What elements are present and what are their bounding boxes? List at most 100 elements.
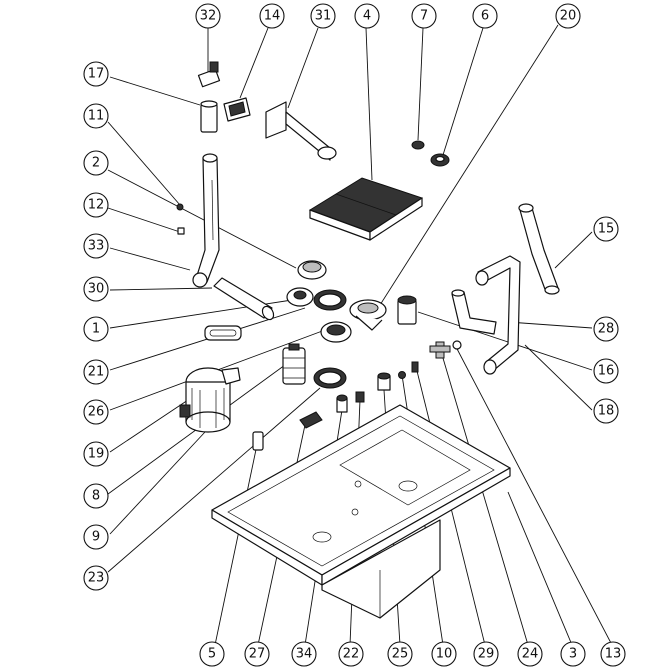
svg-text:24: 24 <box>522 647 539 662</box>
part-2-cap <box>297 260 327 280</box>
leader-16 <box>417 311 593 371</box>
callout-15: 15 <box>593 216 619 242</box>
svg-text:15: 15 <box>598 222 615 237</box>
part-16-hose-elbow <box>451 289 497 335</box>
part-24-tee-fitting <box>429 341 451 359</box>
svg-text:20: 20 <box>560 9 577 24</box>
part-34-plug <box>336 394 348 413</box>
svg-text:4: 4 <box>363 9 371 24</box>
callout-13: 13 <box>600 641 626 667</box>
leader-15 <box>554 231 593 269</box>
part-7-nut <box>411 140 425 150</box>
callout-7: 7 <box>411 3 437 29</box>
callout-1: 1 <box>83 316 109 342</box>
part-23-gasket-ring <box>313 367 347 389</box>
callout-25: 25 <box>387 641 413 667</box>
svg-text:30: 30 <box>88 282 105 297</box>
callout-17: 17 <box>83 61 109 87</box>
leader-17 <box>109 76 201 106</box>
leader-30 <box>109 287 213 291</box>
callout-5: 5 <box>199 641 225 667</box>
svg-text:14: 14 <box>264 9 281 24</box>
leader-33 <box>109 247 191 271</box>
callout-26: 26 <box>83 399 109 425</box>
svg-text:31: 31 <box>315 9 332 24</box>
svg-text:2: 2 <box>92 156 100 171</box>
part-33-pipe <box>192 153 220 288</box>
svg-text:13: 13 <box>605 647 622 662</box>
part-25-fitting <box>377 372 391 391</box>
callout-33: 33 <box>83 233 109 259</box>
part-heater-element <box>204 325 242 341</box>
svg-text:10: 10 <box>436 647 453 662</box>
callout-32: 32 <box>195 3 221 29</box>
svg-text:7: 7 <box>420 9 428 24</box>
part-15-hose <box>518 203 560 295</box>
leader-23 <box>107 387 321 573</box>
svg-text:32: 32 <box>200 9 217 24</box>
svg-text:34: 34 <box>296 647 313 662</box>
callout-14: 14 <box>259 3 285 29</box>
callout-12: 12 <box>83 192 109 218</box>
part-5-rod <box>252 431 264 451</box>
leader-13 <box>454 344 613 646</box>
leader-2 <box>107 169 297 269</box>
callout-28: 28 <box>593 316 619 342</box>
leader-14 <box>239 27 269 99</box>
callout-10: 10 <box>431 641 457 667</box>
part-1-valve <box>286 287 314 307</box>
svg-text:29: 29 <box>478 647 495 662</box>
callout-4: 4 <box>354 3 380 29</box>
part-28-hose <box>475 255 521 375</box>
callout-11: 11 <box>83 103 109 129</box>
part-19-motor-pump <box>179 367 241 433</box>
callout-16: 16 <box>593 358 619 384</box>
svg-text:22: 22 <box>343 647 360 662</box>
callout-29: 29 <box>473 641 499 667</box>
callout-23: 23 <box>83 565 109 591</box>
part-4-filter-screen <box>308 177 424 241</box>
svg-text:23: 23 <box>88 571 105 586</box>
svg-text:33: 33 <box>88 239 105 254</box>
callout-30: 30 <box>83 276 109 302</box>
leader-12 <box>107 207 181 233</box>
svg-text:11: 11 <box>88 109 105 124</box>
callout-3: 3 <box>560 641 586 667</box>
part-14-gasket <box>223 97 251 122</box>
callout-2: 2 <box>83 150 109 176</box>
svg-text:19: 19 <box>88 447 105 462</box>
callout-34: 34 <box>291 641 317 667</box>
callout-6: 6 <box>472 3 498 29</box>
callout-27: 27 <box>244 641 270 667</box>
leader-31 <box>287 27 319 109</box>
callout-24: 24 <box>517 641 543 667</box>
leader-9 <box>109 431 206 535</box>
leader-11 <box>107 121 181 206</box>
svg-text:6: 6 <box>481 9 489 24</box>
leader-18 <box>524 344 593 411</box>
leader-24 <box>439 347 529 646</box>
callout-31: 31 <box>310 3 336 29</box>
part-8-filter-pump <box>282 343 306 385</box>
svg-text:26: 26 <box>88 405 105 420</box>
leader-5 <box>214 439 259 646</box>
part-13-fitting <box>452 340 462 350</box>
svg-text:28: 28 <box>598 322 615 337</box>
callout-22: 22 <box>338 641 364 667</box>
callout-20: 20 <box>555 3 581 29</box>
leader-4 <box>365 27 373 181</box>
svg-text:17: 17 <box>88 67 105 82</box>
part-12-clip <box>177 227 185 235</box>
part-29-fitting <box>411 361 419 373</box>
part-11-screw <box>176 203 184 211</box>
svg-text:12: 12 <box>88 198 105 213</box>
svg-text:8: 8 <box>92 489 100 504</box>
part-10-fitting <box>398 371 406 379</box>
part-20-drain-housing <box>349 299 387 331</box>
part-27-bracket <box>299 411 323 429</box>
leader-7 <box>417 27 424 141</box>
part-16-sleeve <box>397 295 417 325</box>
callout-8: 8 <box>83 483 109 509</box>
leader-3 <box>507 491 573 646</box>
